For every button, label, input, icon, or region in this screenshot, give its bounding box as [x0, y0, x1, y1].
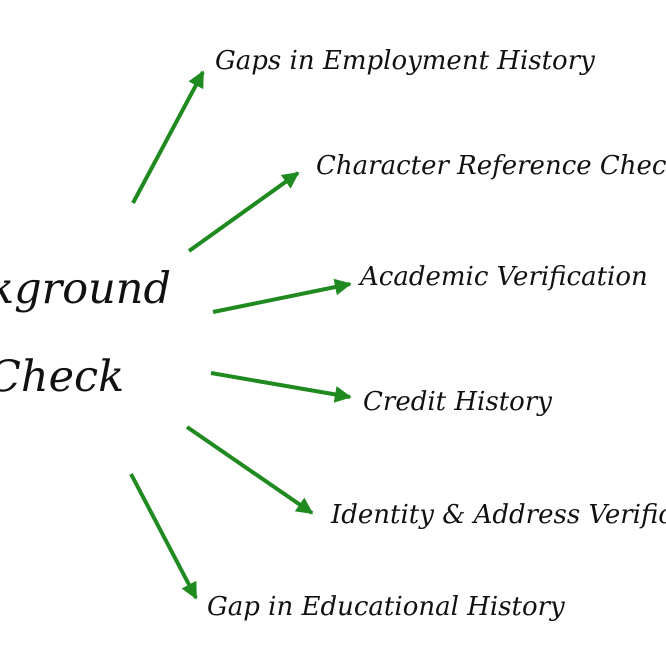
label-gaps-in-employment-history: Gaps in Employment History [215, 46, 595, 76]
arrow-to-gaps-in-employment-history [131, 70, 205, 204]
center-title-line-1: ckground [0, 264, 172, 314]
label-gap-in-educational-history: Gap in Educational History [207, 592, 565, 622]
arrow-to-gap-in-educational-history [129, 473, 198, 600]
label-credit-history: Credit History [363, 387, 552, 417]
arrow-to-identity-address-verification [185, 425, 314, 515]
label-identity-address-verification: Identity & Address Verific [331, 500, 666, 530]
label-academic-verification: Academic Verification [360, 262, 648, 292]
arrow-to-academic-verification [212, 278, 352, 314]
center-title-line-2: Check [0, 352, 125, 402]
label-character-reference-check: Character Reference Check [316, 151, 666, 181]
arrow-to-credit-history [210, 371, 352, 403]
arrow-to-character-reference-check [187, 171, 300, 253]
